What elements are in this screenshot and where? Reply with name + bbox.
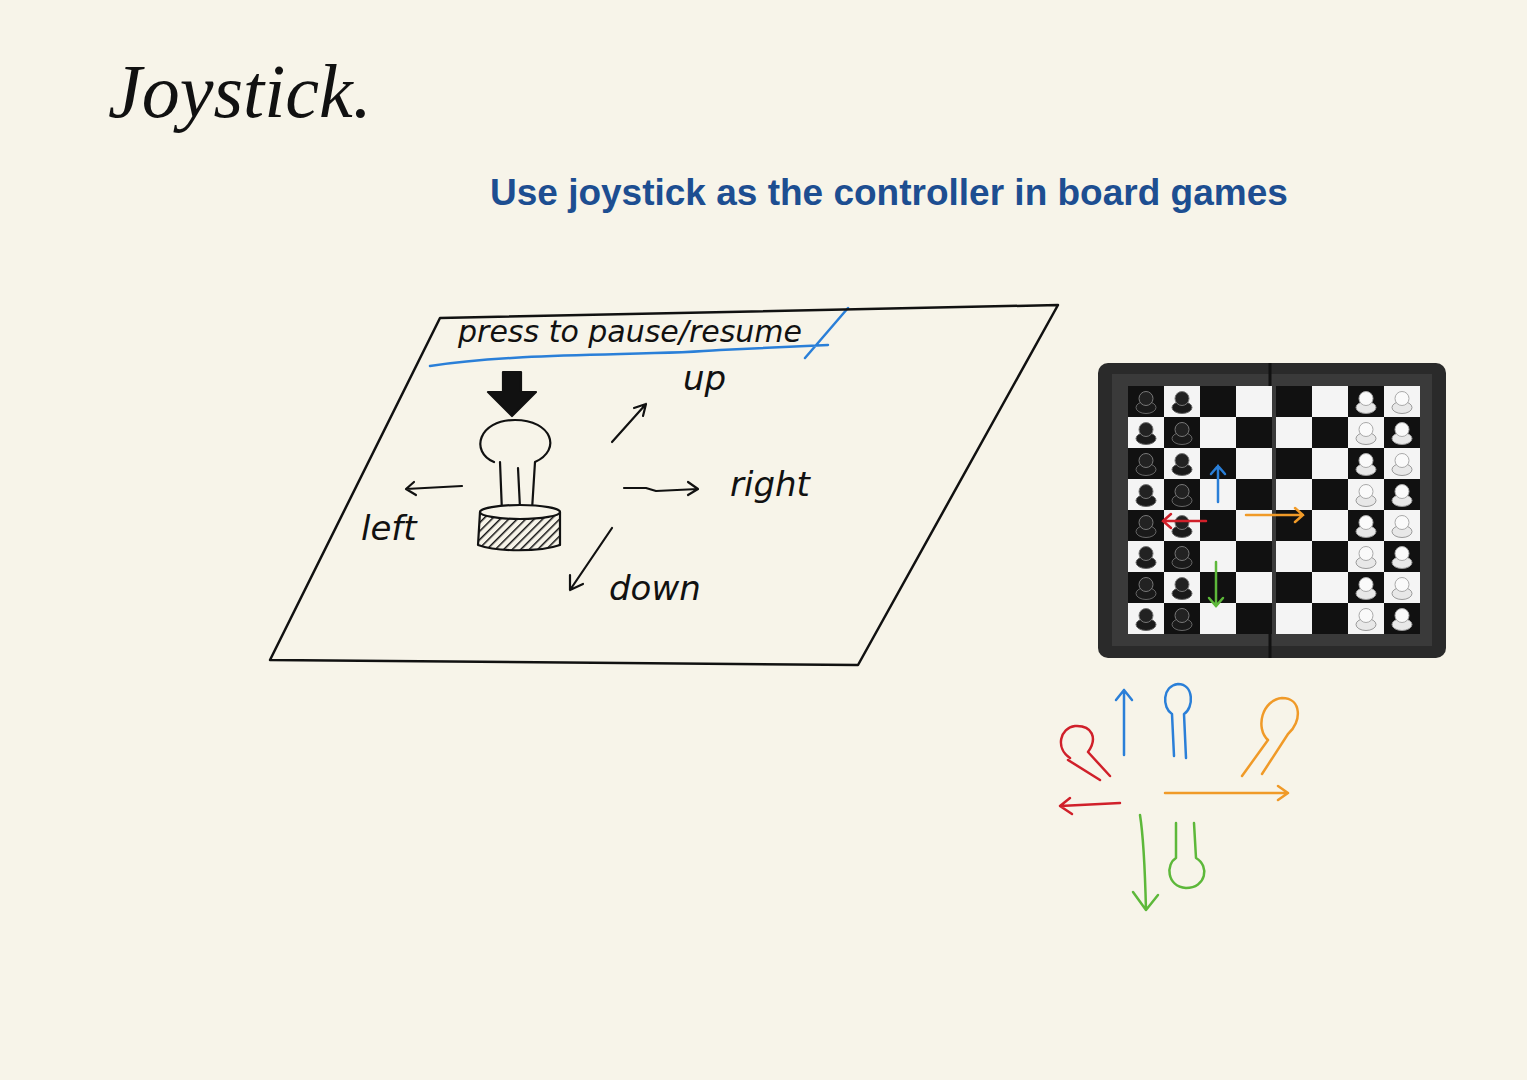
chess-board: [1098, 363, 1446, 658]
joystick-drawing: [406, 372, 698, 590]
direction-label: down: [609, 568, 701, 608]
direction-sketch: [1060, 684, 1298, 910]
underline: [430, 308, 848, 366]
parallelogram-outline: [265, 300, 1065, 670]
title: Joystick.: [108, 48, 372, 135]
instruction-text: press to pause/resume: [458, 314, 802, 349]
direction-label: left: [361, 508, 417, 548]
direction-label: up: [683, 358, 726, 398]
direction-label: right: [730, 464, 810, 504]
subtitle: Use joystick as the controller in board …: [490, 172, 1288, 214]
joystick-pad: press to pause/resume up right left down: [265, 300, 1065, 670]
